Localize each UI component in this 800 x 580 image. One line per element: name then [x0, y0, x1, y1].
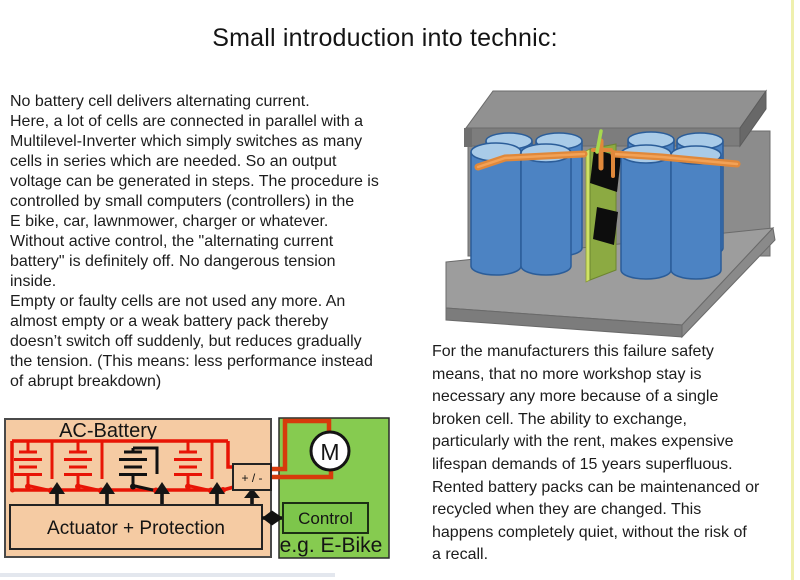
switch-blade: [29, 484, 51, 492]
text-line: Without active control, the "alternating…: [10, 233, 334, 250]
pcb-top-sprig: [595, 129, 603, 154]
text-line: cells in series which are needed. So an …: [10, 153, 337, 170]
junction-dot: [10, 487, 15, 493]
battery-cell-symbols: [10, 441, 226, 494]
motor-label: M: [320, 439, 339, 465]
up-arrow-icon: [244, 488, 260, 505]
circuit-diagram: AC-Battery: [4, 417, 390, 559]
text-line: voltage can be generated in steps. The p…: [10, 173, 379, 190]
up-arrow-icon: [49, 482, 65, 505]
text-line: Empty or faulty cells are not used any m…: [10, 293, 346, 310]
text-line: recycled when they are changed. This: [432, 501, 702, 519]
text-line: Multilevel-Inverter which simply switche…: [10, 133, 363, 150]
actuator-protection-label: Actuator + Protection: [47, 518, 225, 539]
text-line: happens completely quiet, without the ri…: [432, 523, 747, 541]
busbar-interconnects: [474, 129, 741, 178]
battery-cell-cylinders-front-row: [470, 142, 722, 280]
up-arrow-icon: [209, 482, 225, 505]
text-line: of abrupt breakdown): [10, 373, 162, 390]
up-arrow-icon: [154, 482, 170, 505]
faulty-battery-cell-symbol: [119, 446, 159, 494]
junction-dot: [185, 483, 191, 490]
plus-minus-terminal-box: [232, 463, 272, 491]
text-line: Here, a lot of cells are connected in pa…: [10, 113, 364, 130]
actuator-protection-box: [9, 504, 263, 550]
diamond-connector-icon: [262, 510, 283, 526]
text-line: inside.: [10, 273, 57, 290]
text-line: Rented battery packs can be maintenanced…: [432, 478, 760, 496]
text-line: a recall.: [432, 546, 489, 564]
text-line: battery" is definitely off. No dangerous…: [10, 253, 336, 270]
text-line: controlled by small computers (controlle…: [10, 193, 355, 210]
text-line: broken cell. The ability to exchange,: [432, 410, 687, 428]
junction-dot: [130, 483, 136, 490]
battery-pack-3d-illustration: [445, 89, 776, 339]
up-arrow-icon: [99, 482, 115, 505]
text-line: E bike, car, lawnmower, charger or whate…: [10, 213, 329, 230]
switch-blade: [189, 484, 211, 492]
left-text-block: No battery cell delivers alternating cur…: [10, 92, 379, 392]
text-line: lifespan demands of 15 years superfluous…: [432, 455, 733, 473]
battery-cell-cylinder: [620, 144, 672, 280]
text-line: For the manufacturers this failure safet…: [432, 343, 714, 360]
battery-cell-symbol: [64, 441, 104, 494]
motor-wires: [271, 418, 334, 480]
ac-battery-label: AC-Battery: [59, 420, 157, 442]
pcb-chip: [593, 207, 618, 245]
right-text-block: For the manufacturers this failure safet…: [432, 341, 759, 567]
plus-minus-label: + / -: [241, 471, 262, 485]
junction-dot: [25, 483, 31, 490]
text-line: the tension. (This means: less performan…: [10, 353, 373, 370]
motor-circle: [309, 430, 351, 472]
battery-cell-symbol: [14, 441, 54, 494]
text-line: almost empty or a weak battery pack ther…: [10, 313, 329, 330]
slide-title: Small introduction into technic:: [212, 24, 558, 52]
switch-blade: [79, 484, 101, 492]
actuator-arrows: [49, 482, 260, 505]
control-link: [262, 510, 283, 526]
text-line: No battery cell delivers alternating cur…: [10, 93, 310, 110]
battery-cell-cylinder: [520, 143, 572, 276]
battery-cell-cylinder: [670, 145, 722, 280]
text-line: means, that no more workshop stay is: [432, 365, 702, 383]
text-line: doesn’t switch off suddenly, but reduces…: [10, 333, 362, 350]
switch-blade: [134, 484, 156, 492]
pcb-board: [585, 143, 621, 283]
bottom-artifact-line: [0, 573, 335, 577]
junction-dot: [75, 483, 81, 490]
yellow-edge-line: [791, 0, 794, 580]
control-box: [282, 502, 369, 534]
ebike-label: e.g. E-Bike: [280, 534, 383, 557]
text-line: necessary any more because of a single: [432, 388, 719, 406]
control-label: Control: [298, 509, 353, 528]
text-line: particularly with the rent, makes expens…: [432, 433, 734, 451]
